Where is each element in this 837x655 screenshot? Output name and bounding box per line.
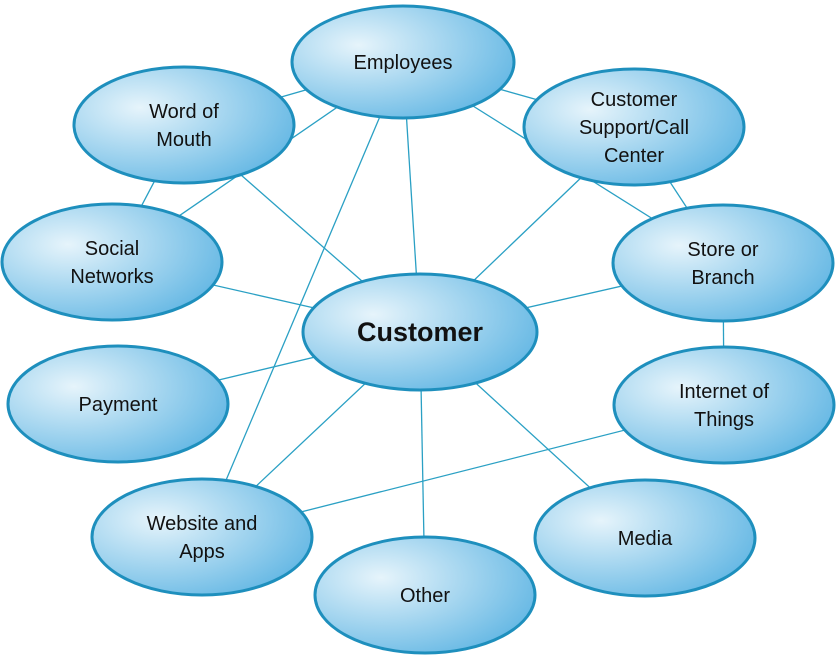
node-payment: Payment [6, 344, 230, 464]
node-internet-of-things: Internet of Things [612, 345, 836, 465]
node-social-networks-label: Social [85, 238, 139, 260]
node-social-networks-label: Networks [70, 266, 153, 288]
node-customer-label: Customer [357, 317, 484, 347]
node-employees: Employees [290, 4, 516, 120]
node-customer-support-label: Customer [591, 89, 678, 111]
node-internet-of-things-label: Internet of [679, 381, 770, 403]
node-payment-ellipse [6, 344, 230, 464]
node-social-networks-ellipse [0, 202, 224, 322]
node-internet-of-things-ellipse [612, 345, 836, 465]
node-other: Other [313, 535, 537, 655]
node-customer-support-ellipse [522, 67, 746, 187]
node-website-and-apps-label: Website and [147, 513, 258, 535]
node-word-of-mouth-label: Mouth [156, 129, 212, 151]
node-other-label: Other [400, 585, 450, 607]
node-employees-ellipse [290, 4, 516, 120]
node-media: Media [533, 478, 757, 598]
node-payment-label: Payment [79, 394, 158, 416]
node-website-and-apps-ellipse [90, 477, 314, 597]
node-word-of-mouth: Word of Mouth [72, 65, 296, 185]
node-website-and-apps-label: Apps [179, 541, 225, 563]
node-store-or-branch: Store or Branch [611, 203, 835, 323]
node-internet-of-things-label: Things [694, 409, 754, 431]
node-media-ellipse [533, 478, 757, 598]
edge-employees-to-website-and-apps [201, 61, 404, 538]
node-store-or-branch-ellipse [611, 203, 835, 323]
node-store-or-branch-label: Store or [687, 239, 758, 261]
node-customer-support-label: Center [604, 145, 664, 167]
node-word-of-mouth-ellipse [72, 65, 296, 185]
node-media-label: Media [618, 528, 673, 550]
node-customer: Customer [301, 272, 539, 392]
node-customer-support-label: Support/Call [579, 117, 689, 139]
node-store-or-branch-label: Branch [691, 267, 754, 289]
node-other-ellipse [313, 535, 537, 655]
node-employees-label: Employees [354, 52, 453, 74]
node-word-of-mouth-label: Word of [149, 101, 219, 123]
node-customer-ellipse [301, 272, 539, 392]
